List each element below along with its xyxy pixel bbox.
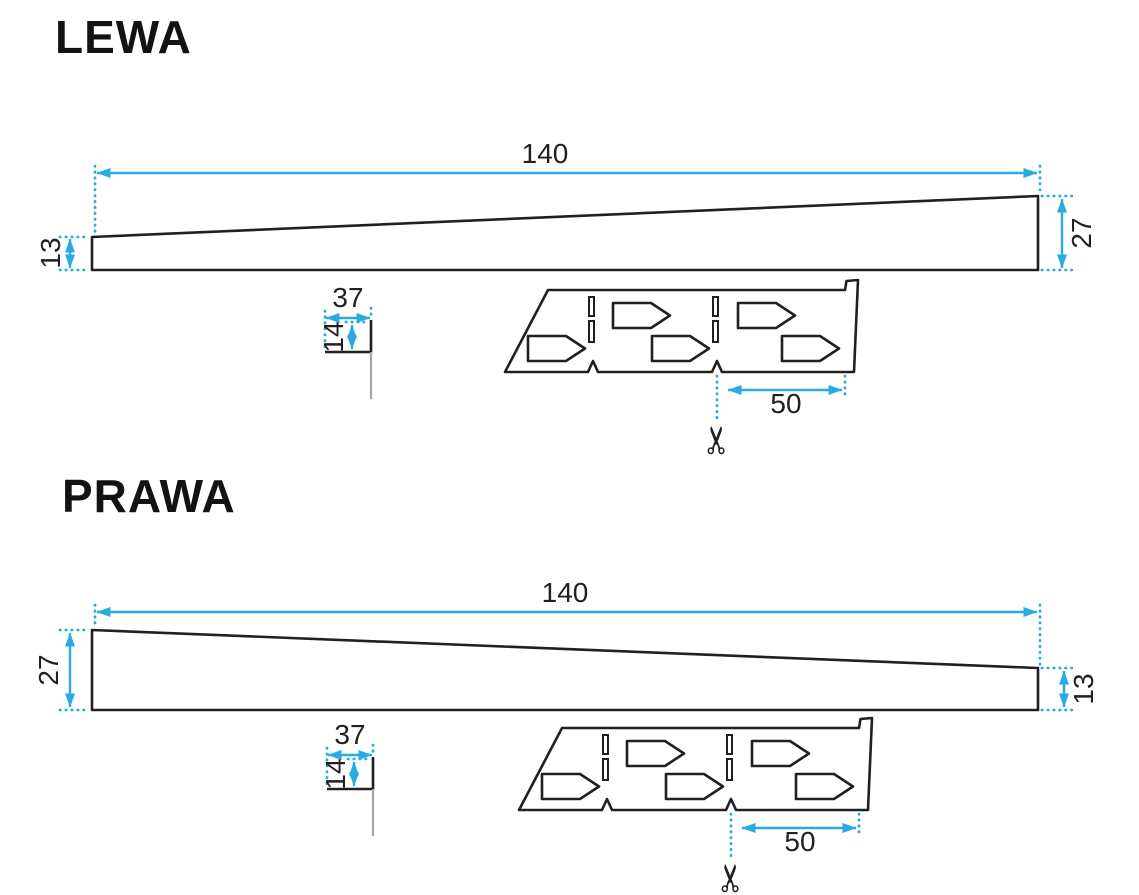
perforated-strip xyxy=(519,718,872,810)
perforated-strip-detail-prawa: ✂ 50 xyxy=(519,718,872,894)
perforated-strip-detail-lewa: ✂ 50 xyxy=(505,280,858,456)
dim-right-height-prawa: 13 xyxy=(1040,666,1099,712)
dim-label-profile-width: 37 xyxy=(332,282,363,313)
dim-left-height-lewa: 13 xyxy=(35,235,90,272)
scissors-icon: ✂ xyxy=(709,862,753,894)
dim-label-cut-offset: 50 xyxy=(770,388,801,419)
dim-right-height-lewa: 27 xyxy=(1040,194,1097,272)
dim-label-right-height: 27 xyxy=(1066,217,1097,248)
dim-label-right-height: 13 xyxy=(1068,673,1099,704)
dim-length-prawa: 140 xyxy=(93,577,1042,666)
dim-label-left-height: 13 xyxy=(35,237,66,268)
dim-label-length: 140 xyxy=(542,577,589,608)
dim-label-profile-lip: 14 xyxy=(318,321,349,352)
section-title-prawa: PRAWA xyxy=(62,470,236,522)
perforated-strip xyxy=(505,280,858,372)
section-lewa: LEWA 140 13 27 37 14 xyxy=(35,11,1097,456)
dim-length-lewa: 140 xyxy=(93,138,1042,235)
wedge-profile-lewa xyxy=(90,194,1040,272)
dim-left-height-prawa: 27 xyxy=(33,628,90,712)
dim-label-cut-offset: 50 xyxy=(784,826,815,857)
scissors-icon: ✂ xyxy=(695,424,739,456)
wedge-profile-prawa xyxy=(90,628,1040,712)
l-profile-detail-prawa: 37 14 xyxy=(320,719,373,836)
dim-label-profile-lip: 14 xyxy=(320,758,351,789)
dim-label-left-height: 27 xyxy=(33,654,64,685)
section-title-lewa: LEWA xyxy=(55,11,192,63)
dim-label-length: 140 xyxy=(522,138,569,169)
section-prawa: PRAWA 140 27 13 37 14 xyxy=(33,470,1099,894)
dim-label-profile-width: 37 xyxy=(334,719,365,750)
l-profile-detail-lewa: 37 14 xyxy=(318,282,371,399)
